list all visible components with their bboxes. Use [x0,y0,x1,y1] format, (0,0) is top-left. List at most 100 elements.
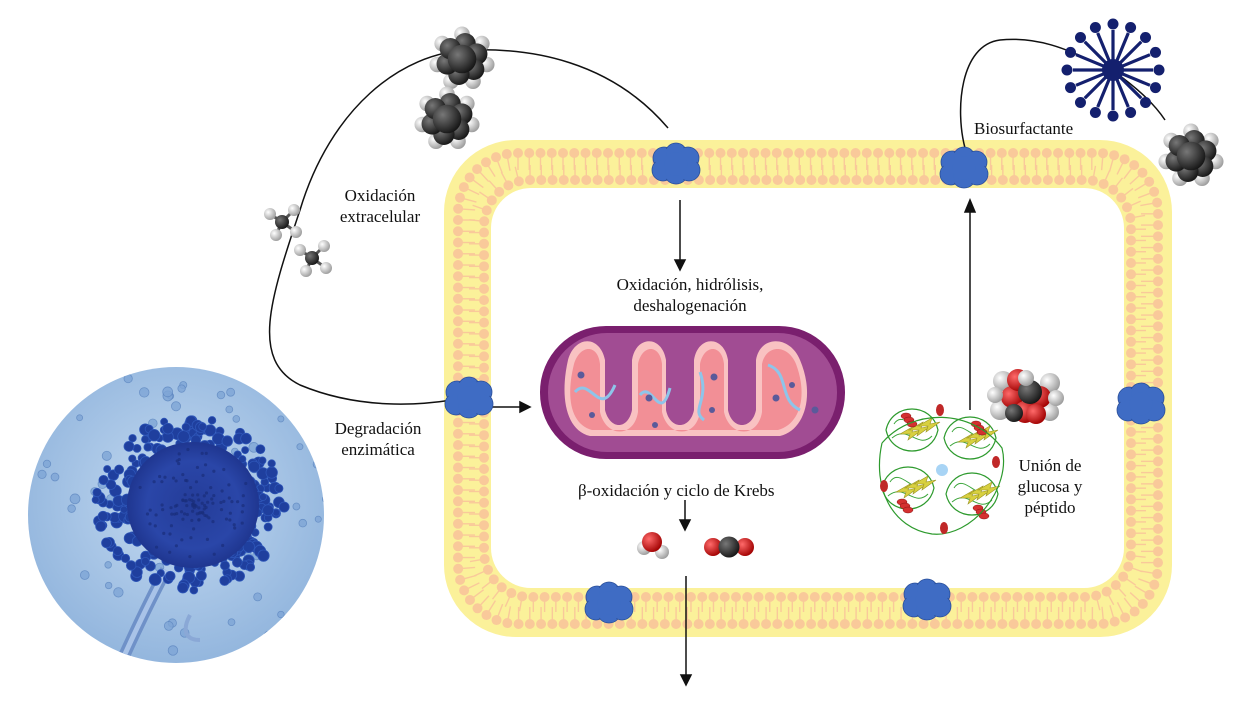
lipid-head [821,592,832,602]
lipid-head [967,592,978,602]
lipid-head [479,238,489,249]
lipid-head [1053,619,1064,629]
lipid-head [479,463,489,474]
lipid-head [1153,490,1163,501]
lipid-head [1019,619,1030,629]
lipid-head [1153,298,1163,309]
lipid-head [453,473,463,484]
lipid-head [479,283,489,294]
lipid-head [626,619,637,629]
lipid-head [783,619,794,629]
lipid-head [464,172,475,183]
lipid-head [453,507,463,518]
lipid-head [817,619,828,629]
lipid-head [629,592,640,602]
lipid-head [809,592,820,602]
lipid-head [479,306,489,317]
lipid-head [479,509,489,520]
arrows [490,198,977,687]
lipid-tail [488,180,498,190]
lipid-head [1153,208,1163,219]
lipid-head [1041,148,1052,158]
lipid-tail [479,171,490,183]
lipid-head [749,148,760,158]
label-line: deshalogenación [633,296,747,315]
label-line: glucosa y [1017,477,1083,496]
lipid-head [1118,571,1129,582]
lipid-head [929,619,940,629]
transporter-protein-icon [902,578,952,621]
label-line: Oxidación, hidrólisis, [616,275,764,294]
lipid-head [1046,592,1057,602]
lipid-head [479,261,489,272]
lipid-head [592,175,603,185]
label-beta-oxidation: β-oxidación y ciclo de Krebs [578,481,775,500]
lipid-head [1064,148,1075,158]
lipid-head [787,592,798,602]
lipid-head [581,175,592,185]
lipid-head [1042,619,1053,629]
lipid-head [488,574,499,585]
lipid-head [798,592,809,602]
lipid-tail [506,157,511,171]
lipid-head [603,175,614,185]
lipid-head [930,175,941,185]
lipid-tail [1131,567,1143,573]
lipid-head [558,619,569,629]
lipid-head [455,574,466,585]
lipid-head [1042,175,1053,185]
lipid-tail [1134,214,1146,218]
lipid-head [453,485,463,496]
lipid-head [919,175,930,185]
lipid-tail [507,606,512,620]
transporter-proteins [444,142,1166,624]
lipid-head [491,152,502,163]
label-biosurfactant: Biosurfactante [974,119,1074,138]
label-line: Unión de [1018,456,1082,475]
lipid-head [783,175,794,185]
lipid-head [1153,253,1163,264]
lipid-head [479,295,489,306]
lipid-head [806,175,817,185]
carbon-dioxide-molecule-icon [704,536,754,558]
lipid-head [453,451,463,462]
lipid-head [1126,257,1136,268]
lipid-head [716,619,727,629]
lipid-tail [1104,169,1111,181]
lipid-head [1137,167,1148,178]
lipid-head [918,148,929,158]
lipid-head [1125,212,1136,223]
lipid-tail [1134,585,1147,594]
lipid-head [1149,186,1160,197]
lipid-head [839,148,850,158]
lipid-head [843,592,854,602]
lipid-head [479,486,489,497]
lipid-head [528,592,539,602]
transporter-protein-icon [651,142,701,185]
lipid-head [453,248,463,259]
lipid-tail [504,596,511,608]
lipid-head [1076,175,1087,185]
lipid-head [704,619,715,629]
label-line: Degradación [334,419,422,438]
label-glucose-peptide: Unión de glucosa y péptido [1005,455,1095,518]
lipid-head [453,361,463,372]
lipid-head [524,148,535,158]
lipid-head [794,148,805,158]
lipid-head [1153,467,1163,478]
lipid-head [738,175,749,185]
lipid-head [479,227,489,238]
lipid-head [1153,501,1163,512]
lipid-head [1126,303,1136,314]
lipid-head [479,340,489,351]
lipid-tail [467,188,480,196]
lipid-head [884,148,895,158]
lipid-head [693,619,704,629]
lipid-head [1126,505,1136,516]
lipid-head [1054,175,1065,185]
lipid-head [1065,175,1076,185]
lipid-head [539,592,550,602]
lipid-head [805,148,816,158]
lipid-head [1098,178,1109,189]
lipid-head [738,148,749,158]
